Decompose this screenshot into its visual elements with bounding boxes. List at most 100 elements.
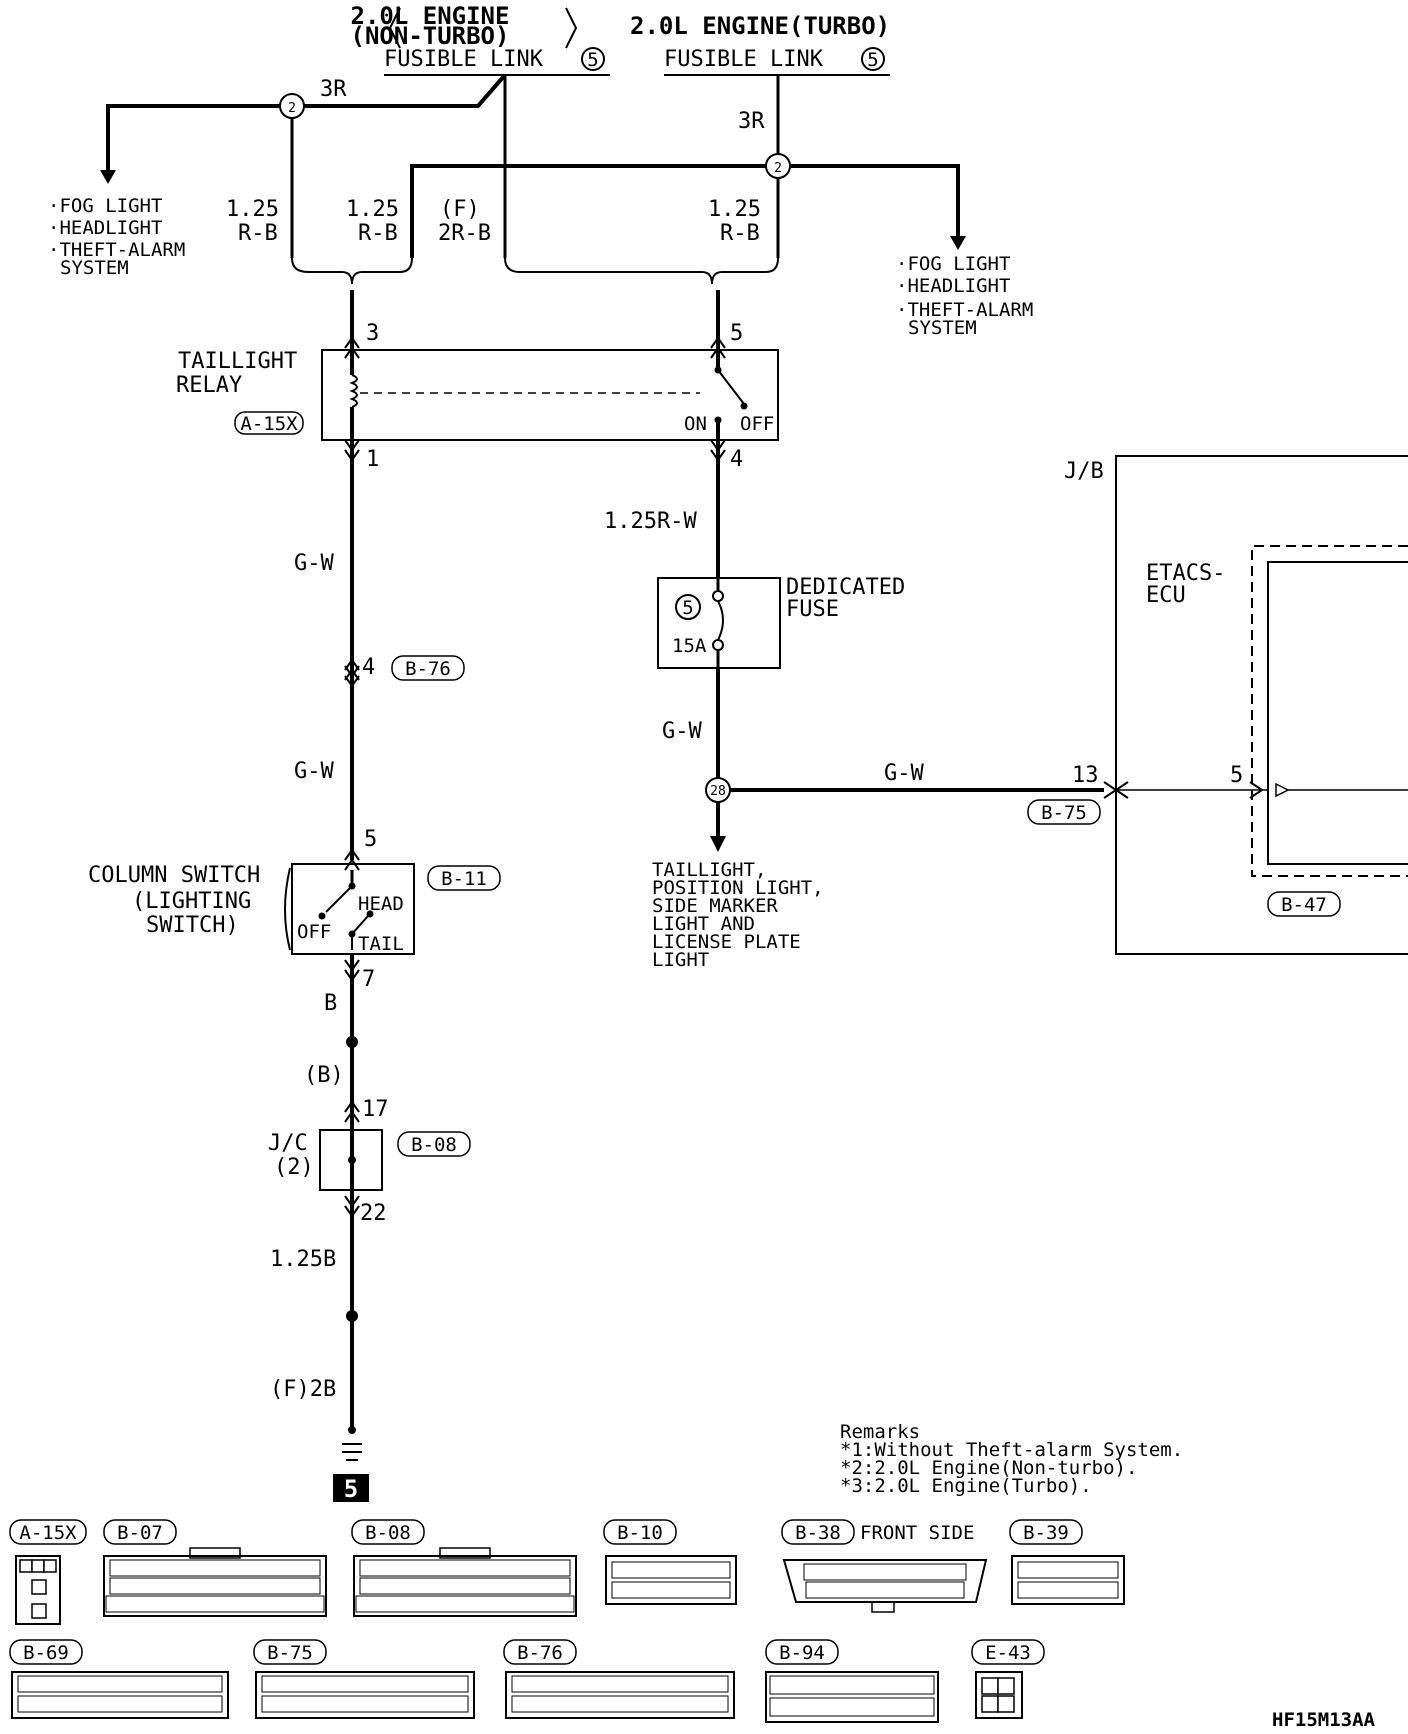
fuse-number: 5 bbox=[682, 597, 693, 619]
etacs-ecu-title-1: ETACS- bbox=[1146, 561, 1225, 586]
wire-label-gw-3: G-W bbox=[662, 719, 702, 744]
wire-label-a-1: 1.25 bbox=[226, 197, 279, 222]
conn-e43-label: E-43 bbox=[985, 1642, 1031, 1664]
wire-label-f-1: (F) bbox=[440, 197, 480, 222]
conn-b10-badge bbox=[603, 1519, 677, 1545]
wire-label-b-paren: (B) bbox=[304, 1063, 344, 1088]
ecu-pin5-arrow bbox=[1249, 781, 1264, 799]
relay-connector: A-15X bbox=[240, 413, 298, 435]
etacs-ecu-inner-box bbox=[1267, 561, 1408, 865]
jc-dot bbox=[348, 1156, 356, 1164]
taillight-dest-2: POSITION LIGHT, bbox=[652, 877, 824, 899]
taillight-dest-5: LICENSE PLATE bbox=[652, 931, 801, 953]
branch-node-right bbox=[765, 153, 791, 179]
conn-b38-badge bbox=[781, 1519, 855, 1545]
branch-node-left bbox=[279, 93, 305, 119]
nonturbo-brackets bbox=[388, 7, 578, 49]
jc-title-2: (2) bbox=[274, 1155, 314, 1180]
etacs-ecu-title-2: ECU bbox=[1146, 583, 1186, 608]
footer-code: HF15M13AA bbox=[1272, 1709, 1376, 1731]
left-dest-headlight: ·HEADLIGHT bbox=[48, 217, 162, 239]
conn-b08-badge bbox=[351, 1519, 425, 1545]
arrow-left-dest bbox=[100, 170, 116, 184]
wire-label-gw-2: G-W bbox=[294, 759, 334, 784]
conn-b10-face bbox=[605, 1555, 737, 1605]
etacs-ecu-dashed-box bbox=[1251, 545, 1408, 877]
conn-b39-badge bbox=[1009, 1519, 1083, 1545]
jc-pin17-arrow bbox=[344, 1100, 360, 1123]
conn-b94-face bbox=[765, 1671, 939, 1723]
wire-label-f2b: (F)2B bbox=[270, 1377, 336, 1402]
wire-label-c-2: R-B bbox=[720, 221, 760, 246]
wire-label-gw-4: G-W bbox=[884, 761, 924, 786]
colswitch-pin7-arrow bbox=[344, 959, 360, 982]
right-dest-system: SYSTEM bbox=[908, 317, 977, 339]
conn-b75-badge bbox=[253, 1639, 327, 1665]
conn-e43-badge bbox=[971, 1639, 1045, 1665]
conn-b08-face bbox=[353, 1547, 577, 1617]
conn-b38-note: FRONT SIDE bbox=[860, 1522, 974, 1544]
taillight-dest-6: LIGHT bbox=[652, 949, 709, 971]
wire-label-b-1: 1.25 bbox=[346, 197, 399, 222]
relay-on-label: ON bbox=[684, 413, 707, 435]
wire-label-gw-1: G-W bbox=[294, 551, 334, 576]
colswitch-tail-point bbox=[348, 930, 356, 938]
colswitch-pin5: 5 bbox=[364, 827, 377, 852]
remarks-title: Remarks bbox=[840, 1421, 920, 1443]
brace-left bbox=[291, 257, 413, 285]
wire-left-branch bbox=[106, 104, 292, 170]
conn-a15x-badge bbox=[9, 1519, 87, 1545]
relay-contact-arm bbox=[717, 369, 745, 405]
colswitch-title-1: COLUMN SWITCH bbox=[88, 863, 260, 888]
conn-b75-label: B-75 bbox=[267, 1642, 313, 1664]
fuse-number-circle bbox=[675, 594, 701, 620]
ground-point bbox=[348, 1426, 356, 1434]
relay-pin5-arrow bbox=[710, 336, 726, 359]
conn-b39-label: B-39 bbox=[1023, 1522, 1069, 1544]
branch-node-right-label: 2 bbox=[774, 161, 782, 176]
arrow-taillight-dest bbox=[710, 836, 726, 852]
right-dest-fog: ·FOG LIGHT bbox=[896, 253, 1010, 275]
relay-title-1: TAILLIGHT bbox=[178, 349, 297, 374]
ground-number-box bbox=[333, 1474, 369, 1502]
relay-pin4-arrow bbox=[710, 439, 726, 462]
taillight-relay-box bbox=[321, 349, 779, 441]
colswitch-bracket bbox=[284, 867, 291, 951]
fusible-link-right-number: 5 bbox=[867, 49, 878, 71]
wire-label-125b: 1.25B bbox=[270, 1247, 336, 1272]
wire-label-b-2: R-B bbox=[358, 221, 398, 246]
colswitch-badge bbox=[427, 865, 501, 891]
b75-badge bbox=[1027, 799, 1101, 825]
fuse-title-1: DEDICATED bbox=[786, 575, 905, 600]
remarks-2: *2:2.0L Engine(Non-turbo). bbox=[840, 1457, 1137, 1479]
relay-connector-badge bbox=[234, 411, 304, 435]
conn-b76-label: B-76 bbox=[517, 1642, 563, 1664]
branch-node-gw-label: 28 bbox=[710, 784, 726, 799]
fusible-link-left: FUSIBLE LINK bbox=[384, 47, 544, 72]
jc-title-1: J/C bbox=[268, 1131, 308, 1156]
conn-b69-face bbox=[11, 1671, 229, 1719]
relay-pin3: 3 bbox=[366, 321, 379, 346]
taillight-dest-3: SIDE MARKER bbox=[652, 895, 778, 917]
colswitch-pin5-arrow bbox=[344, 848, 360, 871]
conn-b76-face bbox=[505, 1671, 735, 1719]
jc-connector: B-08 bbox=[411, 1134, 457, 1156]
nonturbo-title: 2.0L ENGINE bbox=[351, 2, 510, 30]
wire-label-f-2: 2R-B bbox=[438, 221, 491, 246]
b76-connector: B-76 bbox=[405, 658, 451, 680]
brace-right bbox=[504, 257, 779, 285]
jc-badge bbox=[397, 1131, 471, 1157]
fuse-rating: 15A bbox=[672, 635, 707, 657]
ecu-input-triangle bbox=[1275, 782, 1290, 798]
b76-arrow-up bbox=[344, 658, 360, 681]
right-dest-theft: ·THEFT-ALARM bbox=[896, 299, 1033, 321]
conn-b69-label: B-69 bbox=[23, 1642, 69, 1664]
conn-b76-badge bbox=[503, 1639, 577, 1665]
relay-pin1-arrow bbox=[344, 439, 360, 462]
fuse-terminal-top bbox=[712, 590, 724, 602]
b47-connector: B-47 bbox=[1281, 894, 1327, 916]
conn-b94-label: B-94 bbox=[779, 1642, 825, 1664]
conn-b07-label: B-07 bbox=[117, 1522, 163, 1544]
taillight-dest-1: TAILLIGHT, bbox=[652, 859, 766, 881]
jb-pin13: 13 bbox=[1072, 763, 1099, 788]
